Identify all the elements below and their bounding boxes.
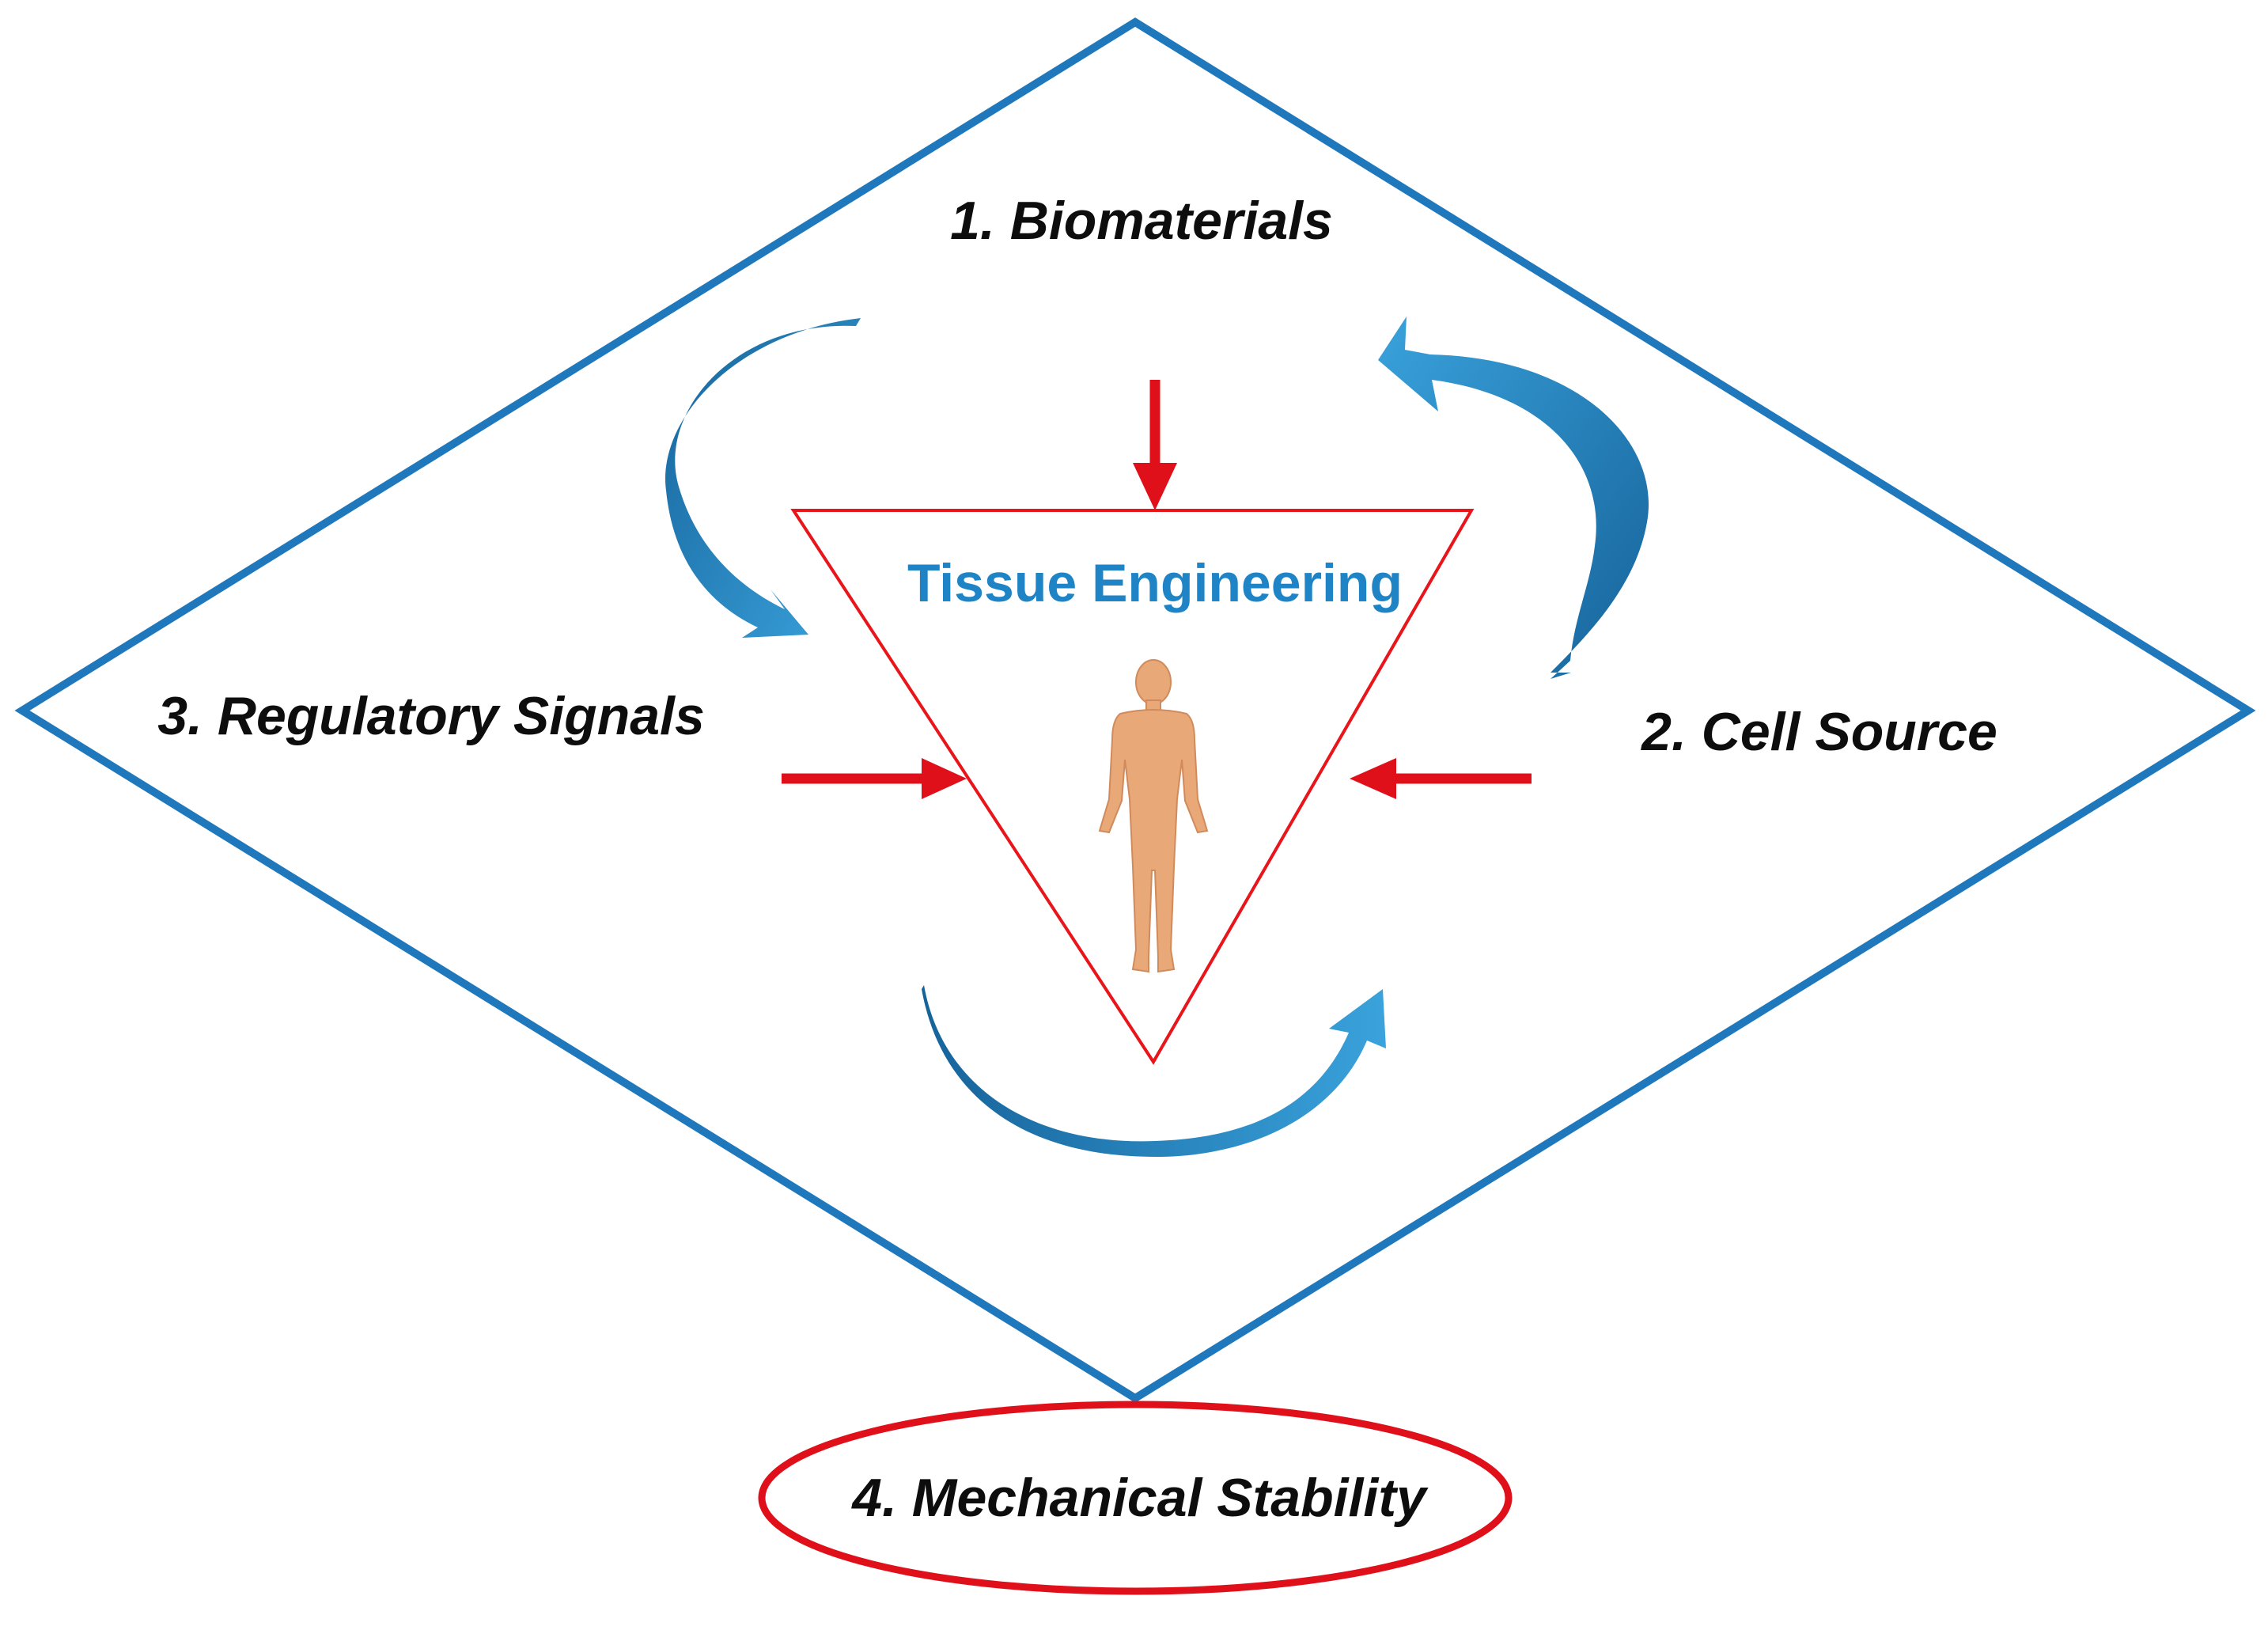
- center-title: Tissue Engineering: [907, 553, 1403, 613]
- factor-mechanical-stability: 4. Mechanical Stability: [850, 1468, 1429, 1528]
- curved-arrow-icon: [665, 318, 861, 638]
- curved-arrow-icon: [1378, 317, 1649, 679]
- factor-regulatory-signals: 3. Regulatory Signals: [157, 686, 705, 746]
- arrow-right-icon: [1133, 380, 1177, 510]
- arrow-right-icon: [782, 758, 967, 799]
- mechanical-stability-ellipse: [758, 1401, 1513, 1595]
- arrow-left-icon: [1350, 758, 1532, 799]
- factor-biomaterials: 1. Biomaterials: [950, 191, 1333, 251]
- human-body-icon: [1098, 659, 1209, 973]
- factor-cell-source: 2. Cell Source: [1640, 702, 1997, 762]
